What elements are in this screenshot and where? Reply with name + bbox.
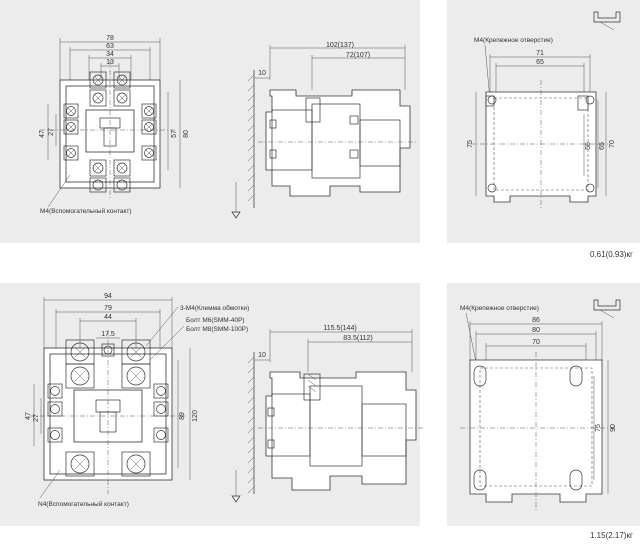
dim-75: 75 (467, 140, 474, 148)
bottom-mount-note: M4(Крепежное отверстие) (460, 305, 539, 312)
dim-65v: 65 (599, 142, 606, 150)
dim-71: 71 (536, 50, 544, 57)
dim-10b: 10 (258, 352, 266, 359)
dim-115-5: 115.5(144) (323, 325, 356, 332)
top-mount-note: M4(Крепежное отверстие) (474, 37, 553, 44)
dim-79: 79 (104, 305, 112, 312)
coil-terminal-note: 3-M4(Клемма обмотки) (180, 304, 249, 312)
bottom-front-note: N4(Вспомогательный контакт) (38, 500, 129, 508)
dim-83-5: 83.5(112) (343, 335, 372, 342)
dim-89: 89 (179, 412, 186, 420)
top-front-note: M4(Вспомогательный контакт) (40, 207, 132, 215)
dim-70b: 70 (532, 339, 540, 346)
dim-80b: 80 (532, 327, 540, 334)
dim-10: 10 (258, 70, 266, 77)
dim-75b: 75 (595, 424, 602, 432)
dim-55: 55 (585, 142, 592, 150)
dim-65: 65 (536, 59, 544, 66)
dim-94: 94 (104, 293, 112, 300)
top-side-view: 102(137) 72(107) 10 (231, 42, 418, 219)
bottom-weight: 1.15(2.17)кг (590, 531, 633, 540)
top-weight: 0.61(0.93)кг (590, 250, 633, 259)
bolt-m8-note: Болт M8(SMM-100P) (186, 326, 248, 333)
din-rail-icon-2 (593, 299, 621, 311)
top-mount-view: M4(Крепежное отверстие) 71 65 75 70 65 5… (467, 11, 621, 210)
dim-27b: 27 (33, 414, 40, 422)
dim-27: 27 (48, 128, 55, 136)
bottom-side-view: 115.5(144) 83.5(112) 10 (231, 325, 424, 503)
dim-70: 70 (609, 140, 616, 148)
dim-120: 120 (192, 410, 199, 422)
din-rail-icon (593, 11, 621, 23)
dim-102: 102(137) (326, 42, 354, 49)
dim-47: 47 (39, 130, 46, 138)
dim-86: 86 (532, 317, 540, 324)
dim-47b: 47 (25, 412, 32, 420)
bolt-m6-note: Болт M6(SMM-40P) (186, 317, 245, 324)
dim-34: 34 (106, 51, 114, 58)
bottom-mount-view: M4(Крепежное отверстие) 86 80 70 75 90 (460, 299, 621, 510)
dim-78: 78 (106, 35, 114, 42)
dim-90: 90 (610, 424, 617, 432)
dim-44: 44 (104, 314, 112, 321)
dim-80: 80 (183, 130, 190, 138)
dim-57: 57 (171, 130, 178, 138)
top-front-view: 78 63 34 13 (39, 35, 190, 215)
top-front-terminals (63, 71, 157, 193)
bottom-front-view: 94 79 44 17.5 47 (25, 293, 249, 508)
dim-72: 72(107) (346, 52, 370, 59)
dim-63: 63 (106, 43, 114, 50)
